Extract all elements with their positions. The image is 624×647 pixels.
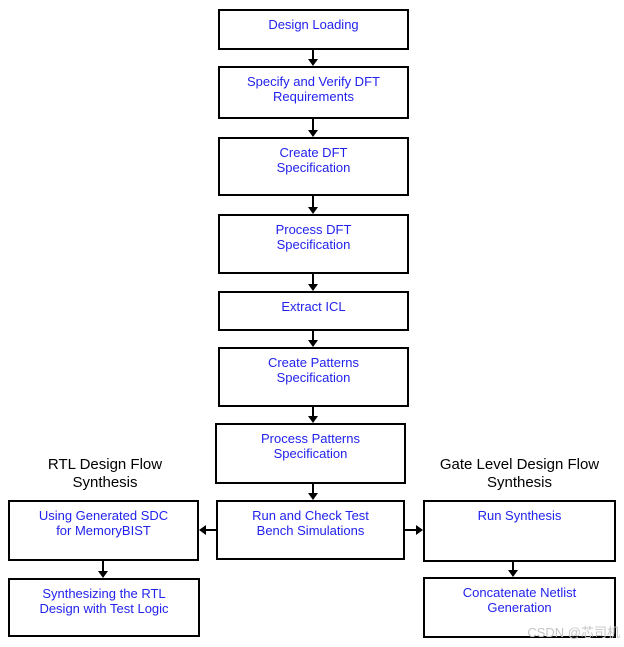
flow-box-design-loading: Design Loading [218, 9, 409, 50]
arrow-down-icon [508, 562, 518, 577]
heading-gate-level-design-flow-synthesis: Gate Level Design Flow Synthesis [439, 456, 600, 491]
arrow-down-icon [308, 407, 318, 423]
arrow-down-icon [308, 119, 318, 137]
arrow-left-icon [199, 525, 216, 535]
heading-rtl-design-flow-synthesis: RTL Design Flow Synthesis [47, 456, 163, 491]
flow-box-label: Specify and Verify DFT Requirements [247, 74, 380, 104]
flow-box-label: Process Patterns Specification [261, 431, 360, 461]
flow-box-label: Concatenate Netlist Generation [462, 585, 577, 615]
flow-box-label: Using Generated SDC for MemoryBIST [38, 508, 169, 538]
flow-box-label: Create DFT Specification [276, 145, 351, 175]
flow-box-label: Run Synthesis [477, 508, 562, 523]
arrow-down-icon [308, 196, 318, 214]
arrow-down-icon [308, 50, 318, 66]
flow-box-synthesizing-rtl-design-with-test-logic: Synthesizing the RTL Design with Test Lo… [8, 578, 200, 637]
flow-box-concatenate-netlist-generation: Concatenate Netlist Generation [423, 577, 616, 638]
arrow-down-icon [308, 331, 318, 347]
arrow-down-icon [98, 561, 108, 578]
flow-box-create-dft-specification: Create DFT Specification [218, 137, 409, 196]
flow-box-specify-verify-dft-requirements: Specify and Verify DFT Requirements [218, 66, 409, 119]
flow-box-create-patterns-specification: Create Patterns Specification [218, 347, 409, 407]
flow-box-run-synthesis: Run Synthesis [423, 500, 616, 562]
flow-box-label: Extract ICL [281, 299, 346, 314]
flow-box-label: Create Patterns Specification [267, 355, 360, 385]
flow-box-using-generated-sdc-for-memorybist: Using Generated SDC for MemoryBIST [8, 500, 199, 561]
flow-box-label: Synthesizing the RTL Design with Test Lo… [39, 586, 169, 616]
flow-box-process-patterns-specification: Process Patterns Specification [215, 423, 406, 484]
arrow-down-icon [308, 484, 318, 500]
flow-box-label: Run and Check Test Bench Simulations [252, 508, 369, 538]
flow-box-process-dft-specification: Process DFT Specification [218, 214, 409, 274]
watermark-text: CSDN @芯司机 [527, 625, 620, 640]
flow-box-label: Design Loading [268, 17, 359, 32]
arrow-right-icon [405, 525, 423, 535]
flow-box-label: Process DFT Specification [275, 222, 352, 252]
flow-box-extract-icl: Extract ICL [218, 291, 409, 331]
arrow-down-icon [308, 274, 318, 291]
flow-box-run-check-test-bench-simulations: Run and Check Test Bench Simulations [216, 500, 405, 560]
